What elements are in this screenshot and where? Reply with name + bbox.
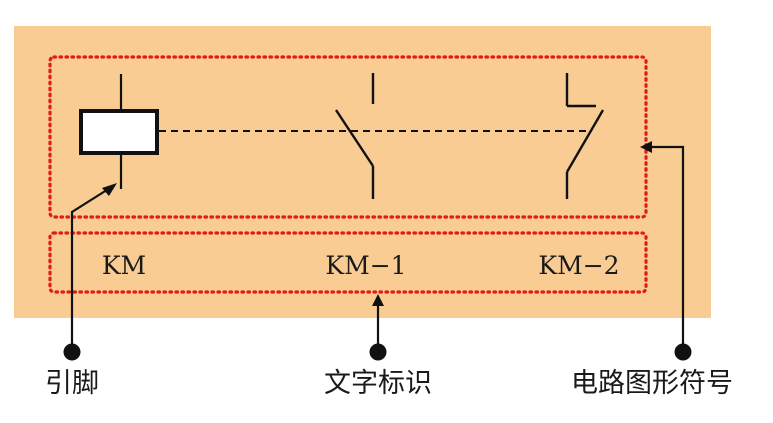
no-contact-blade — [334, 109, 375, 167]
nc-contact-label: KM−2 — [538, 251, 619, 280]
coil-box — [79, 109, 159, 155]
graphic-symbol-callout-dot — [674, 343, 692, 361]
normally-closed-contact-symbol — [565, 73, 605, 199]
text-id-callout-arrowhead — [372, 294, 384, 306]
pin-caption: 引脚 — [45, 368, 99, 399]
no-contact-label: KM−1 — [325, 251, 406, 280]
text-id-callout-pointer — [369, 294, 387, 361]
graphic-symbol-caption: 电路图形符号 — [571, 368, 733, 399]
text-id-caption: 文字标识 — [324, 368, 432, 399]
panel-background — [14, 26, 711, 318]
nc-contact-blade — [565, 109, 605, 173]
text-id-frame — [48, 231, 648, 294]
graphic-symbol-callout-arrowhead — [640, 141, 652, 153]
relay-coil-symbol — [79, 74, 159, 189]
pin-callout-dot — [63, 343, 81, 361]
text-id-callout-dot — [369, 343, 387, 361]
normally-open-contact-symbol — [334, 73, 375, 199]
pin-callout-arrowhead — [102, 183, 117, 196]
coil-label: KM — [102, 251, 146, 280]
graphic-symbol-frame — [48, 55, 648, 219]
graphic-symbol-callout-pointer — [640, 141, 692, 361]
pin-callout-pointer — [63, 183, 117, 361]
